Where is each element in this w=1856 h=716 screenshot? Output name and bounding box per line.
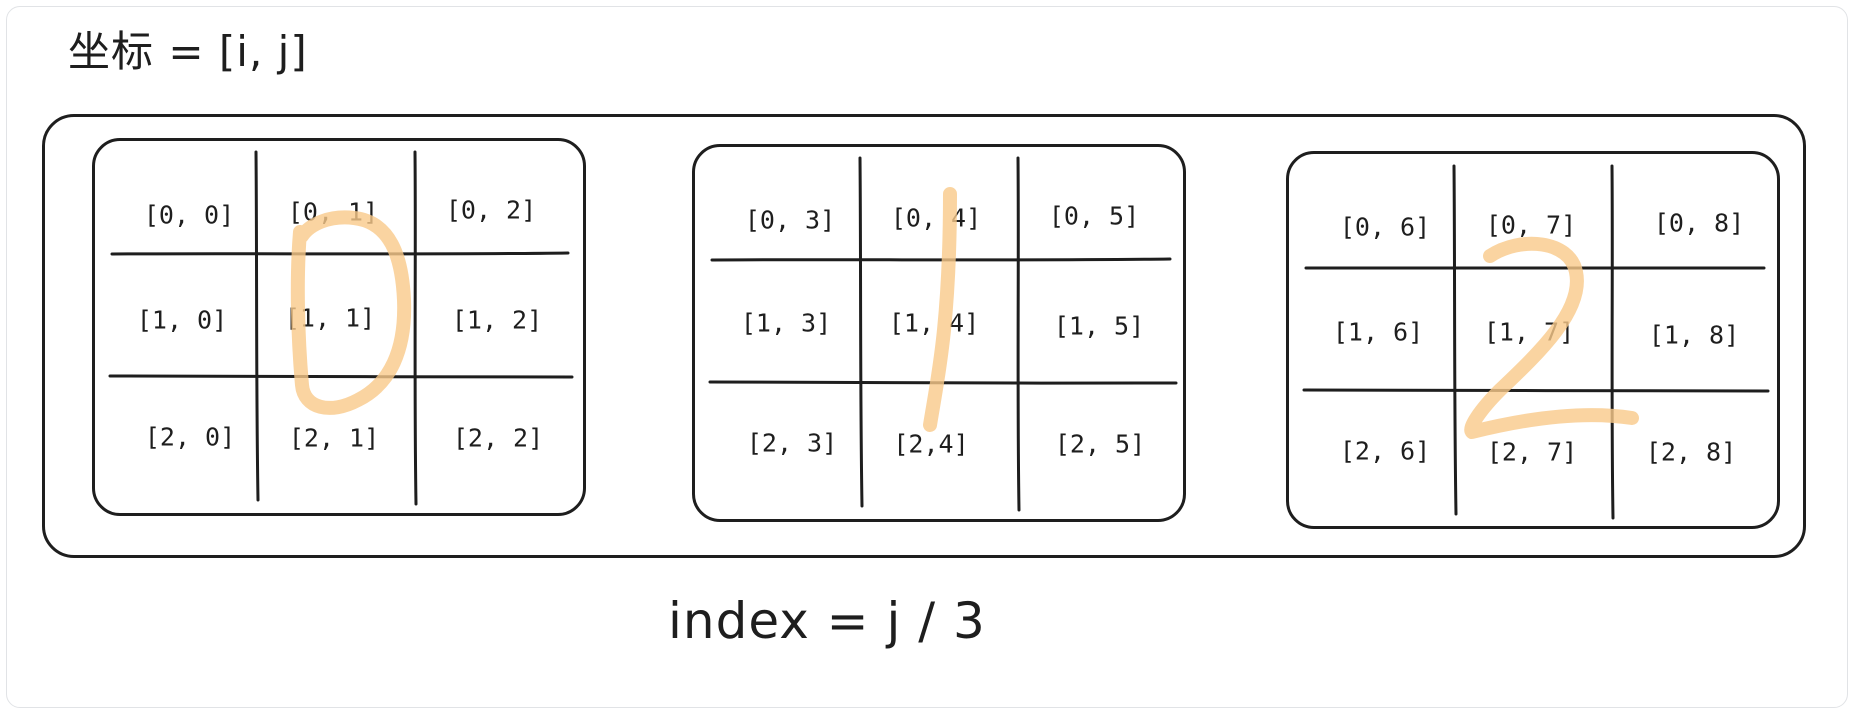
- cell-0-8: [0, 8]: [1653, 208, 1745, 238]
- cell-0-0: [0, 0]: [143, 200, 235, 230]
- cell-1-1: [1, 1]: [284, 303, 376, 333]
- cell-0-1: [0, 1]: [287, 197, 379, 227]
- cell-1-3: [1, 3]: [740, 308, 832, 338]
- cell-2-7: [2, 7]: [1486, 437, 1578, 467]
- index-formula: index = j / 3: [668, 592, 986, 650]
- cell-1-4: [1, 4]: [888, 308, 980, 338]
- cell-1-5: [1, 5]: [1053, 311, 1145, 341]
- cell-2-8: [2, 8]: [1645, 437, 1737, 467]
- cell-1-8: [1, 8]: [1648, 320, 1740, 350]
- cell-0-3: [0, 3]: [744, 205, 836, 235]
- cell-0-4: [0, 4]: [890, 203, 982, 233]
- cell-2-1: [2, 1]: [288, 423, 380, 453]
- outer-container: [42, 114, 1806, 558]
- cell-0-5: [0, 5]: [1048, 201, 1140, 231]
- cell-0-2: [0, 2]: [445, 195, 537, 225]
- block-0: [92, 138, 586, 516]
- cell-2-4: [2,4]: [893, 429, 969, 459]
- cell-2-5: [2, 5]: [1054, 429, 1146, 459]
- cell-2-3: [2, 3]: [746, 428, 838, 458]
- cell-1-7: [1, 7]: [1483, 317, 1575, 347]
- cell-2-0: [2, 0]: [144, 422, 236, 452]
- cell-2-6: [2, 6]: [1339, 436, 1431, 466]
- cell-0-7: [0, 7]: [1485, 210, 1577, 240]
- cell-2-2: [2, 2]: [452, 423, 544, 453]
- cell-0-6: [0, 6]: [1339, 212, 1431, 242]
- coordinate-title: 坐标 = [i, j]: [68, 27, 308, 76]
- block-2: [1286, 151, 1780, 529]
- cell-1-6: [1, 6]: [1332, 317, 1424, 347]
- cell-1-0: [1, 0]: [136, 305, 228, 335]
- block-1: [692, 144, 1186, 522]
- cell-1-2: [1, 2]: [451, 305, 543, 335]
